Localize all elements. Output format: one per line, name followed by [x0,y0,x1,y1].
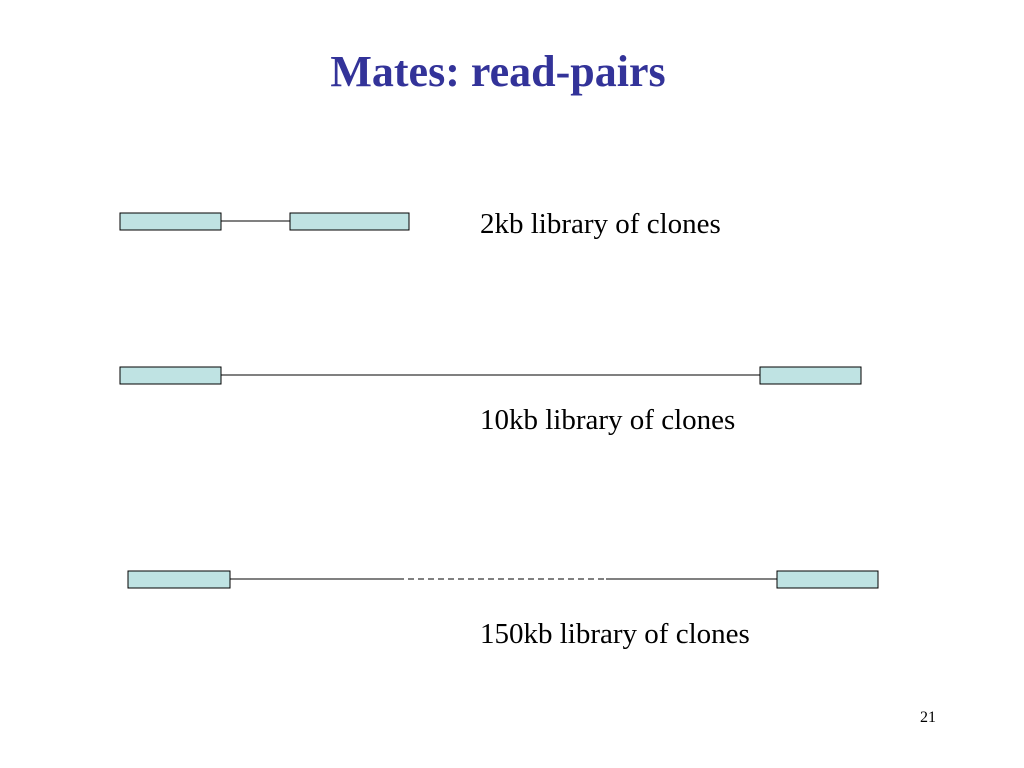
left-read [119,366,222,385]
right-read [289,212,410,231]
slide-title: Mates: read-pairs [330,47,666,96]
right-read [759,366,862,385]
read-pair-10kb [119,366,862,385]
right-read [776,570,879,589]
read-pair-150kb [127,570,879,589]
read-pair-2kb [119,212,410,231]
library-label-2kb: 2kb library of clones [480,208,721,240]
left-read [119,212,222,231]
library-label-10kb: 10kb library of clones [480,404,736,436]
page-number: 21 [920,709,936,726]
left-read [127,570,231,589]
library-label-150kb: 150kb library of clones [480,618,750,650]
